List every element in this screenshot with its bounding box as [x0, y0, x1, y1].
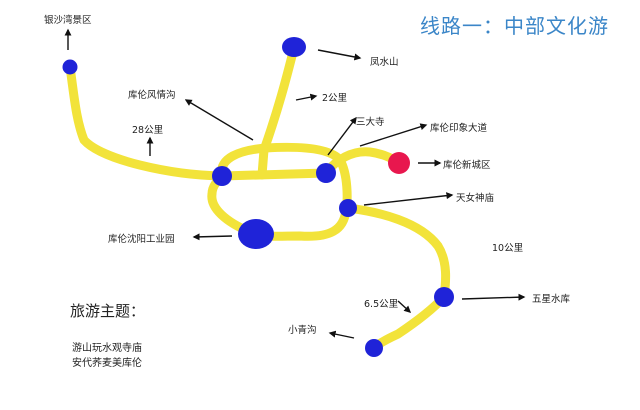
stop-xiaoqinggou[interactable]	[365, 339, 383, 357]
arrow-yinxiang	[359, 123, 428, 147]
stop-xincheng[interactable]	[388, 152, 410, 174]
label-10km: 10公里	[492, 243, 524, 254]
arrow-shenyang	[192, 233, 233, 241]
route-yinsha-to-west-hub	[65, 62, 227, 181]
arrow-2km	[295, 93, 318, 101]
theme-heading: 旅游主题：	[70, 302, 146, 320]
arrow-fengqinggou	[184, 99, 254, 141]
route-fengshui-to-center	[259, 43, 299, 155]
label-xincheng: 库伦新城区	[443, 160, 491, 171]
arrow-sandasi	[327, 116, 357, 156]
stop-west-hub[interactable]	[212, 166, 232, 186]
label-fengqinggou: 库伦风情沟	[128, 90, 176, 101]
route-lines	[65, 43, 451, 353]
label-6-5km: 6.5公里	[364, 299, 399, 310]
label-wuxing: 五星水库	[532, 294, 571, 305]
stop-wuxing[interactable]	[434, 287, 454, 307]
label-sandasi: 三大寺	[356, 117, 385, 128]
label-tiannu: 天女神庙	[456, 193, 495, 204]
stops	[62, 37, 454, 357]
label-fengshui: 凤水山	[370, 57, 399, 68]
route-center-loop	[207, 142, 352, 241]
label-yinxiang: 库伦印象大道	[430, 123, 488, 134]
arrow-fengshui	[317, 49, 362, 61]
arrow-tiannu	[363, 192, 454, 206]
theme-line-2: 安代荞麦美库伦	[72, 358, 142, 369]
route-tiannu-to-wuxing	[343, 203, 451, 302]
label-shenyang: 库伦沈阳工业园	[108, 234, 175, 245]
route-center-spur	[257, 145, 269, 180]
arrow-xiaoqinggou	[328, 330, 355, 339]
label-2km: 2公里	[322, 93, 348, 104]
stop-yinsha[interactable]	[62, 59, 78, 75]
stop-fengshui[interactable]	[282, 37, 306, 57]
label-xiaoqinggou: 小青沟	[288, 325, 317, 336]
arrow-6-5km	[397, 300, 412, 313]
stop-tiannu[interactable]	[339, 199, 357, 217]
label-28km: 28公里	[132, 125, 164, 136]
stop-shenyang[interactable]	[238, 219, 274, 249]
arrow-wuxing	[461, 293, 526, 301]
route-inner-connector	[217, 168, 331, 181]
route-title: 线路一：中部文化游	[420, 14, 609, 38]
stop-sandasi[interactable]	[316, 163, 336, 183]
theme-line-1: 游山玩水观寺庙	[72, 343, 142, 354]
label-yinsha: 银沙湾景区	[44, 15, 92, 26]
pointer-arrows	[64, 28, 526, 339]
